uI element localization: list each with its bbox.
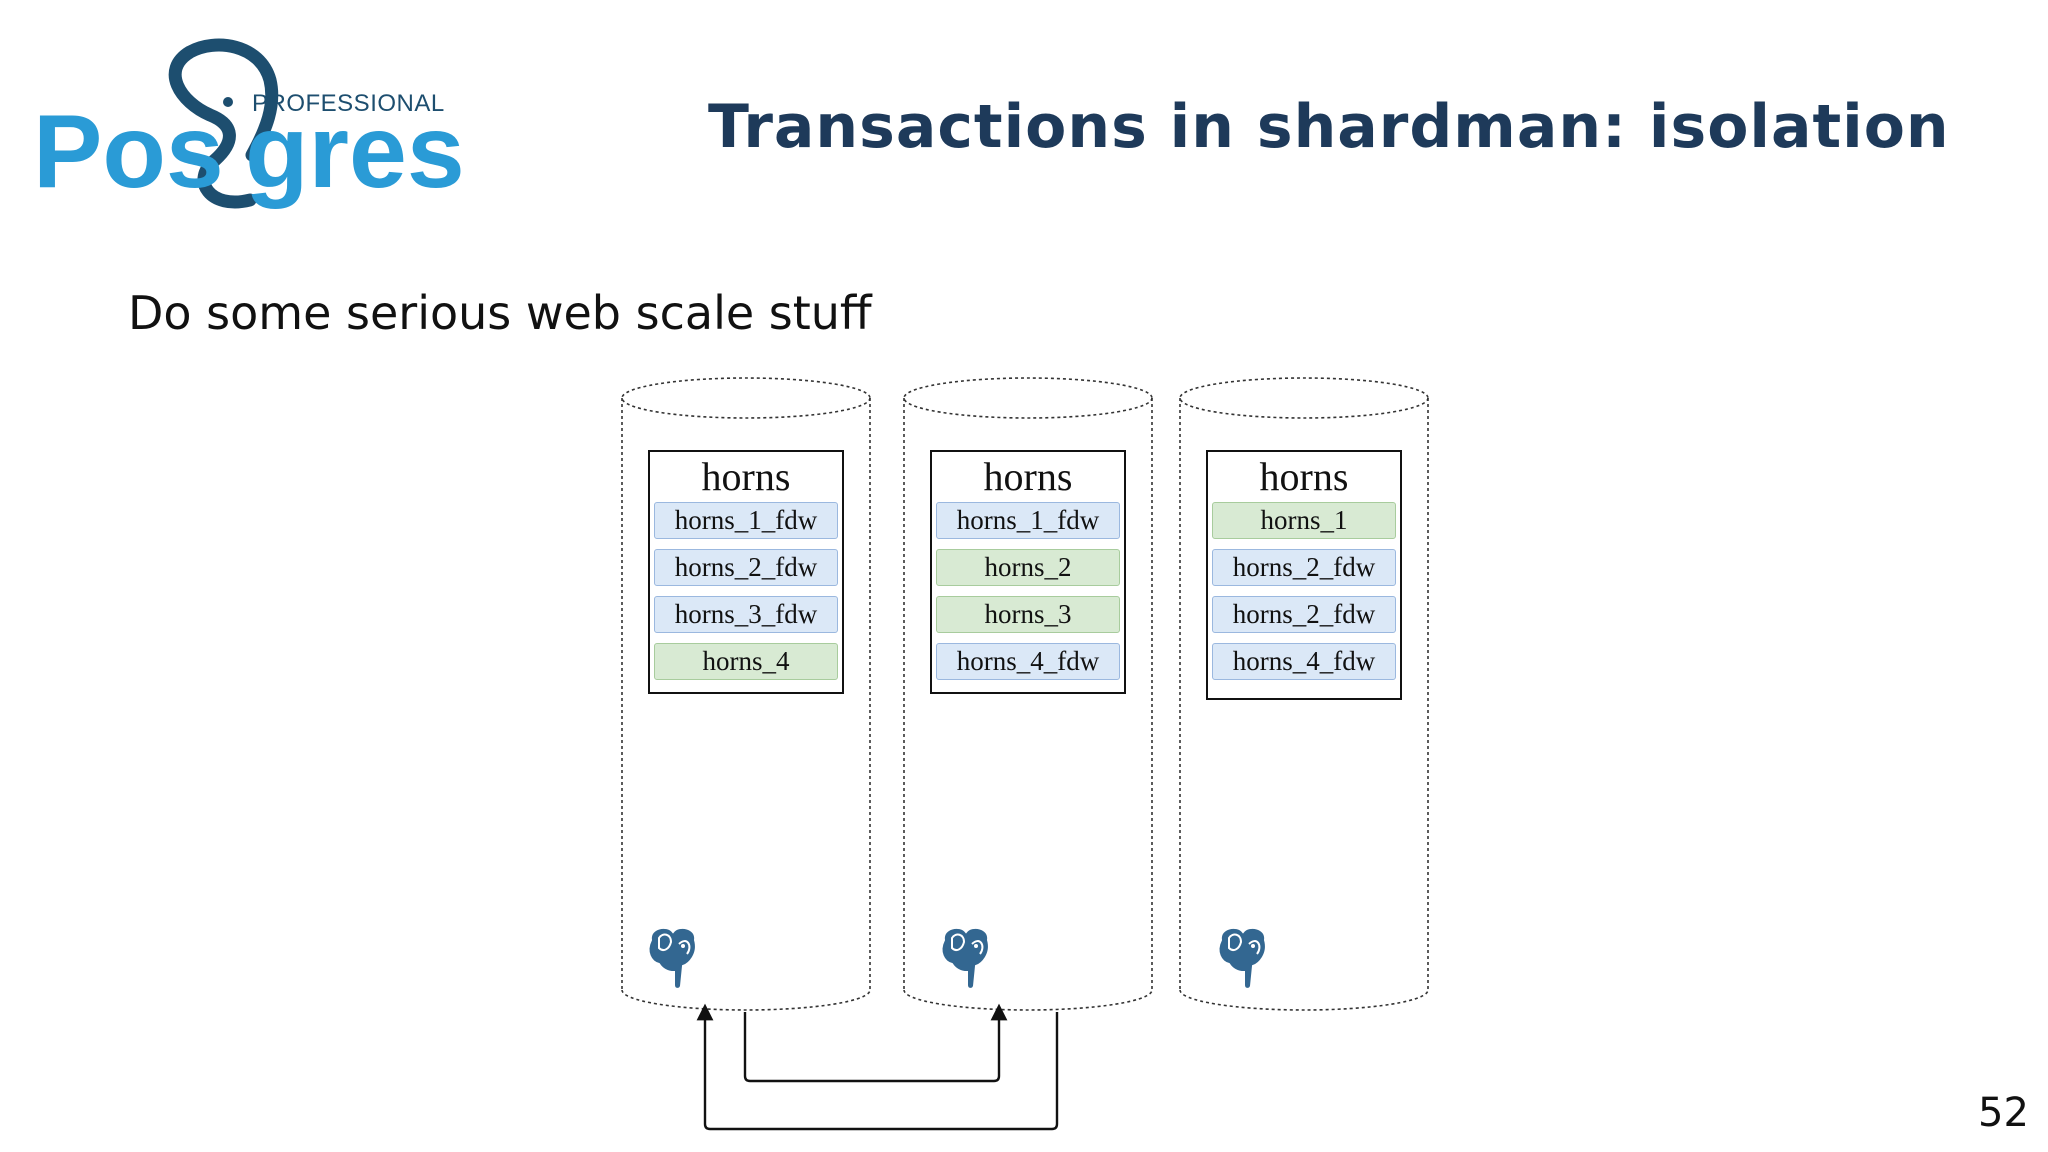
logo-gres-text: gres <box>245 94 465 210</box>
partition-foreign: horns_4_fdw <box>1212 643 1396 680</box>
page-number: 52 <box>1978 1090 2029 1136</box>
partition-foreign: horns_2_fdw <box>1212 596 1396 633</box>
table-box-node-1: horns horns_1_fdw horns_2_fdw horns_3_fd… <box>648 450 844 694</box>
partition-foreign: horns_2_fdw <box>654 549 838 586</box>
table-box-node-3: horns horns_1 horns_2_fdw horns_2_fdw ho… <box>1206 450 1402 700</box>
partition-foreign: horns_4_fdw <box>936 643 1120 680</box>
logo-professional-text: PROFESSIONAL <box>252 90 445 117</box>
partition-foreign: horns_2_fdw <box>1212 549 1396 586</box>
postgresql-elephant-icon-1 <box>647 926 697 990</box>
arrow-node2-to-node1 <box>696 1003 1059 1131</box>
partition-local: horns_3 <box>936 596 1120 633</box>
logo-pos-text: Pos <box>33 94 224 210</box>
postgres-professional-logo: PROFESSIONAL Pos gres <box>30 30 470 220</box>
slide-title: Transactions in shardman: isolation <box>708 92 1950 162</box>
table-name: horns <box>983 454 1073 499</box>
slide-subtitle: Do some serious web scale stuff <box>128 286 872 340</box>
table-name: horns <box>1259 454 1349 499</box>
node-cylinder-3 <box>1179 377 1429 1011</box>
logo-elephant-icon <box>168 38 279 209</box>
postgresql-elephant-icon-3 <box>1217 926 1267 990</box>
partition-local: horns_4 <box>654 643 838 680</box>
table-box-node-2: horns horns_1_fdw horns_2 horns_3 horns_… <box>930 450 1126 694</box>
node-cylinder-2 <box>903 377 1153 1011</box>
partition-foreign: horns_1_fdw <box>936 502 1120 539</box>
table-name: horns <box>701 454 791 499</box>
partition-local: horns_1 <box>1212 502 1396 539</box>
partition-foreign: horns_3_fdw <box>654 596 838 633</box>
arrow-node1-to-node2 <box>743 1003 1008 1083</box>
postgresql-elephant-icon-2 <box>940 926 990 990</box>
node-cylinder-1 <box>621 377 871 1011</box>
partition-local: horns_2 <box>936 549 1120 586</box>
partition-foreign: horns_1_fdw <box>654 502 838 539</box>
